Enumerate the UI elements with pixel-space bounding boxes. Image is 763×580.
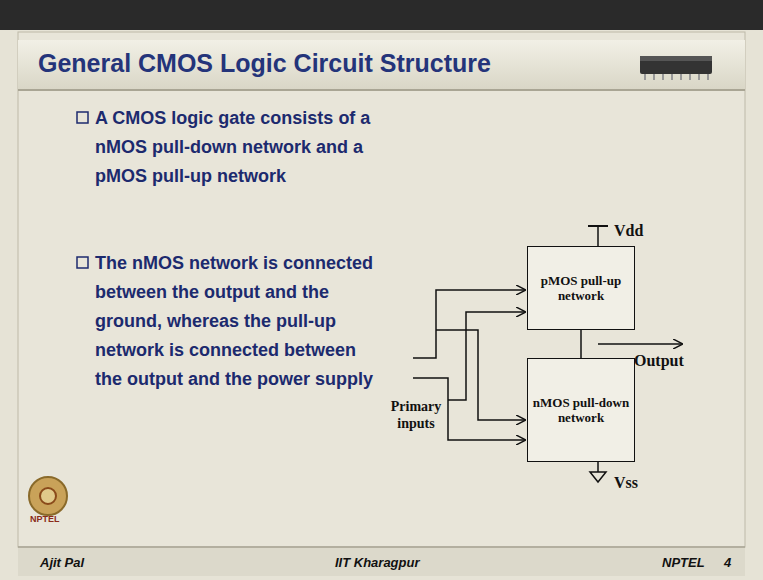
ground-label: Vss bbox=[614, 474, 638, 492]
box-label: pMOS pull-up network bbox=[528, 269, 634, 307]
network-box: nMOS pull-down network bbox=[527, 358, 635, 462]
slide-title: General CMOS Logic Circuit Structure bbox=[38, 49, 491, 78]
input-label: Primary inputs bbox=[380, 398, 452, 432]
footer-brand: NPTEL bbox=[662, 555, 705, 570]
author-name: Ajit Pal bbox=[40, 555, 84, 570]
bullet-text: A CMOS logic gate consists of a nMOS pul… bbox=[95, 104, 380, 191]
bullet-text: The nMOS network is connected between th… bbox=[95, 249, 380, 394]
box-label: nMOS pull-down network bbox=[528, 391, 634, 429]
output-label: Output bbox=[634, 352, 684, 370]
wire bbox=[580, 330, 582, 358]
supply-label: Vdd bbox=[614, 222, 643, 240]
page-number: 4 bbox=[724, 555, 731, 570]
institute-name: IIT Kharagpur bbox=[335, 555, 420, 570]
network-box: pMOS pull-up network bbox=[527, 246, 635, 330]
logo-text: NPTEL bbox=[30, 514, 60, 524]
